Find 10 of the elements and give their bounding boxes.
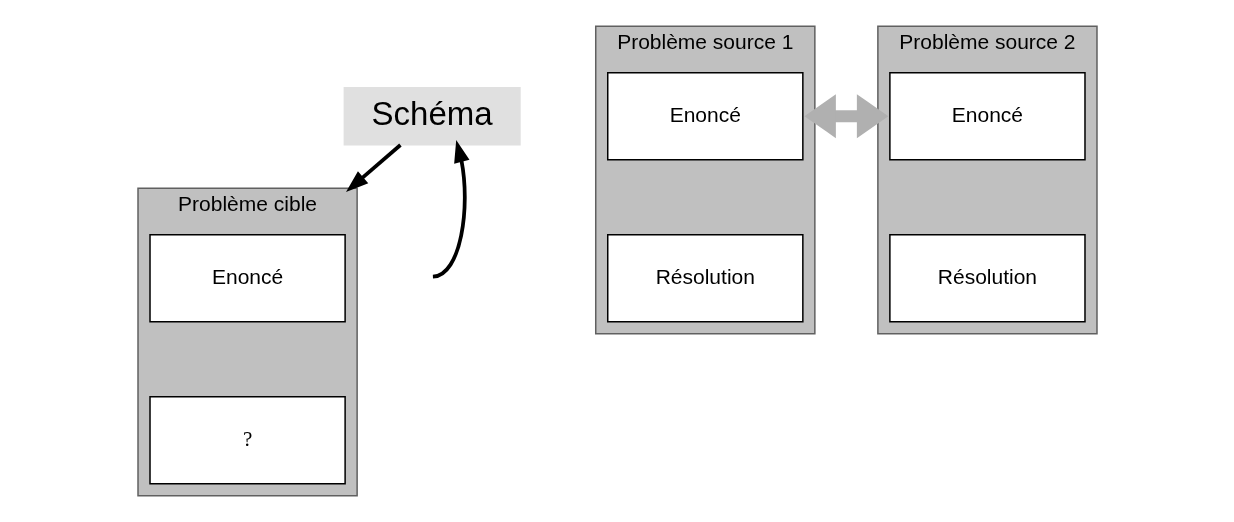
node-box: Enoncé bbox=[888, 71, 1086, 161]
node-box: Enoncé bbox=[148, 234, 346, 323]
arrow bbox=[431, 139, 469, 279]
arrow bbox=[803, 94, 888, 139]
node-box: Enoncé bbox=[606, 71, 804, 161]
node-box: Schéma bbox=[343, 86, 521, 146]
node-box: Résolution bbox=[888, 234, 1086, 323]
node-box: Résolution bbox=[606, 234, 804, 323]
node-box: ? bbox=[148, 396, 346, 485]
arrow bbox=[345, 143, 402, 192]
